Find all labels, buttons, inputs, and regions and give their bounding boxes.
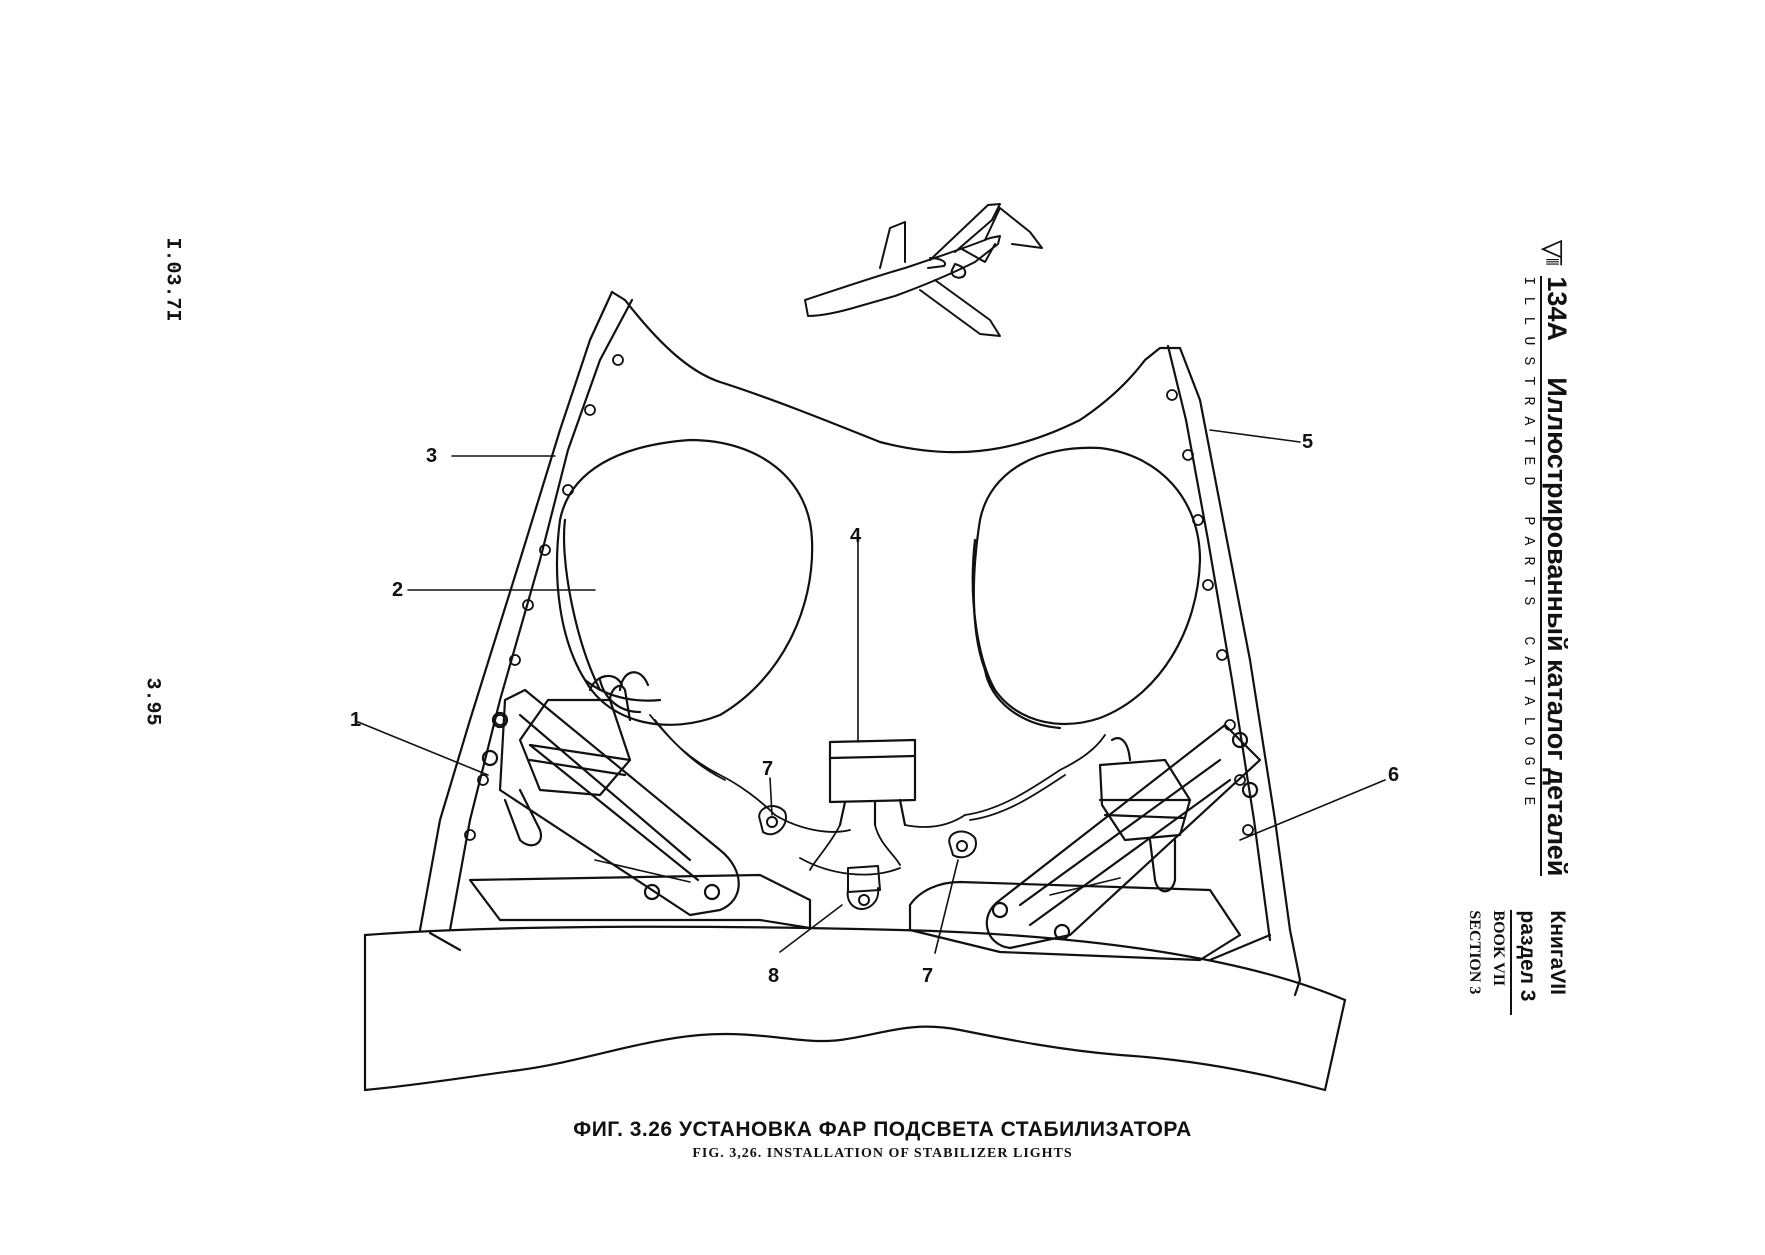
callout-leaders <box>357 429 1386 954</box>
catalog-title-en: ILLUSTRATED PARTS CATALOGUE <box>1520 276 1537 817</box>
callout-8: 8 <box>768 965 779 987</box>
aircraft-icon <box>804 203 1043 337</box>
callout-2: 2 <box>392 579 403 601</box>
clamp-left <box>758 805 787 836</box>
callout-5: 5 <box>1302 431 1313 453</box>
clamp-right <box>948 830 977 859</box>
connector-plug <box>846 865 881 910</box>
fuselage-section <box>363 925 1347 1092</box>
wiring <box>649 714 1106 876</box>
right-lamp <box>971 446 1202 730</box>
aircraft-model: 134А <box>1542 276 1572 341</box>
callout-7-right: 7 <box>922 965 933 987</box>
callout-6: 6 <box>1388 764 1399 786</box>
catalog-header: 134А Иллюстрированный каталог деталей IL… <box>1462 240 1572 1015</box>
stabilizer-outline <box>610 290 1302 997</box>
manufacturer-logo-icon <box>1540 240 1563 266</box>
catalog-title-ru-text: Иллюстрированный каталог деталей <box>1542 377 1572 877</box>
book-section-ru: КнигаVII раздел 3 <box>1510 910 1572 1015</box>
figure-caption-en: FIG. 3,26. INSTALLATION OF STABILIZER LI… <box>692 1146 1073 1161</box>
callout-4: 4 <box>850 525 862 547</box>
junction-box <box>828 738 917 827</box>
left-mount <box>481 671 740 917</box>
catalog-title-ru: 134А Иллюстрированный каталог деталей <box>1540 276 1572 877</box>
book-section-en: BOOK VII SECTION 3 <box>1466 910 1507 995</box>
callout-7-left: 7 <box>762 758 773 780</box>
figure-caption-ru: ФИГ. 3.26 УСТАНОВКА ФАР ПОДСВЕТА СТАБИЛИ… <box>573 1118 1192 1141</box>
left-lamp <box>555 438 814 726</box>
callout-1: 1 <box>350 709 361 731</box>
callout-3: 3 <box>426 445 437 467</box>
right-mount <box>985 723 1262 950</box>
